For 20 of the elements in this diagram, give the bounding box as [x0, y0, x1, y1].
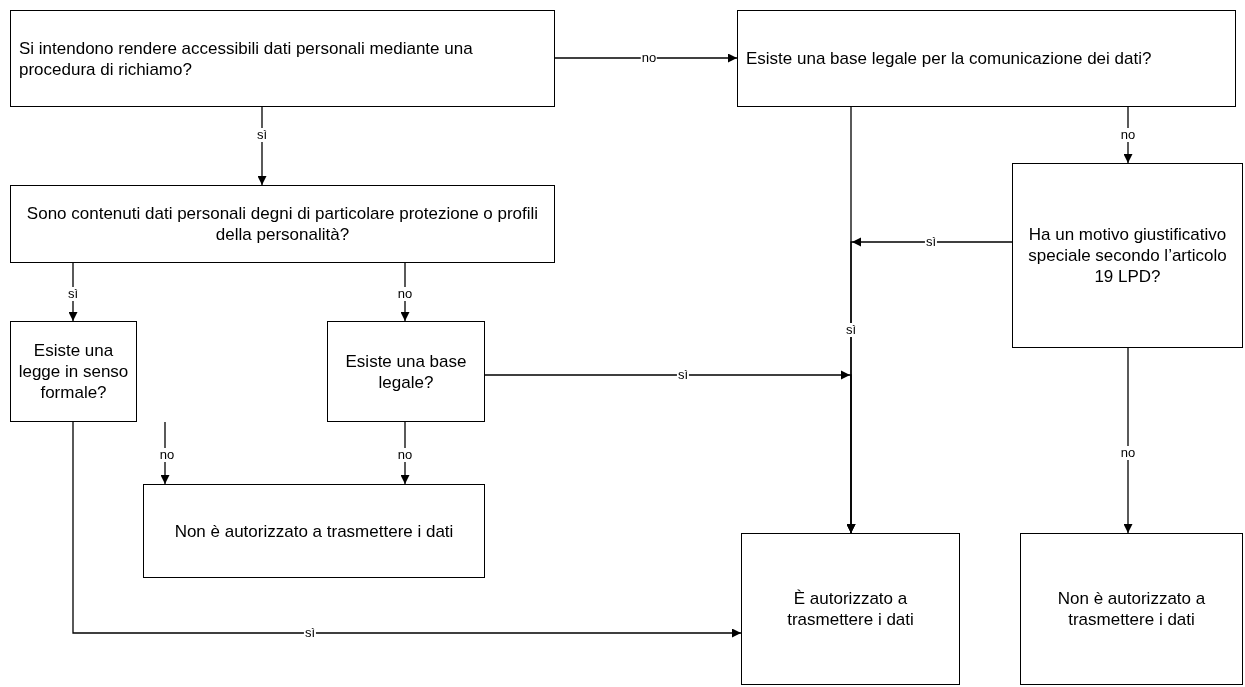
edge-label: sì — [66, 287, 80, 301]
edge-label: sì — [303, 626, 317, 640]
edge-label: no — [1119, 446, 1137, 460]
process-box: Non è autorizzato a trasmettere i dati — [143, 484, 485, 578]
process-box: Non è autorizzato a trasmettere i dati — [1020, 533, 1243, 685]
edge-label: no — [396, 448, 414, 462]
process-box: Esiste una legge in senso formale? — [10, 321, 137, 422]
edge-label: sì — [844, 323, 858, 337]
edge-label: no — [1119, 128, 1137, 142]
edge-label: no — [396, 287, 414, 301]
edge-label: sì — [255, 128, 269, 142]
process-box: Esiste una base legale per la comunicazione dei dati? — [737, 10, 1236, 107]
process-box: Sono contenuti dati personali degni di particolare protezione o profili della personalità? — [10, 185, 555, 263]
process-box: Si intendono rendere accessibili dati personali mediante una procedura di richiamo? — [10, 10, 555, 107]
edge-label: sì — [924, 235, 938, 249]
process-box: Ha un motivo giustificativo speciale secondo l’articolo 19 LPD? — [1012, 163, 1243, 348]
edge-label: no — [158, 448, 176, 462]
edge-label: sì — [676, 368, 690, 382]
process-box: Esiste una base legale? — [327, 321, 485, 422]
process-box: È autorizzato a trasmettere i dati — [741, 533, 960, 685]
